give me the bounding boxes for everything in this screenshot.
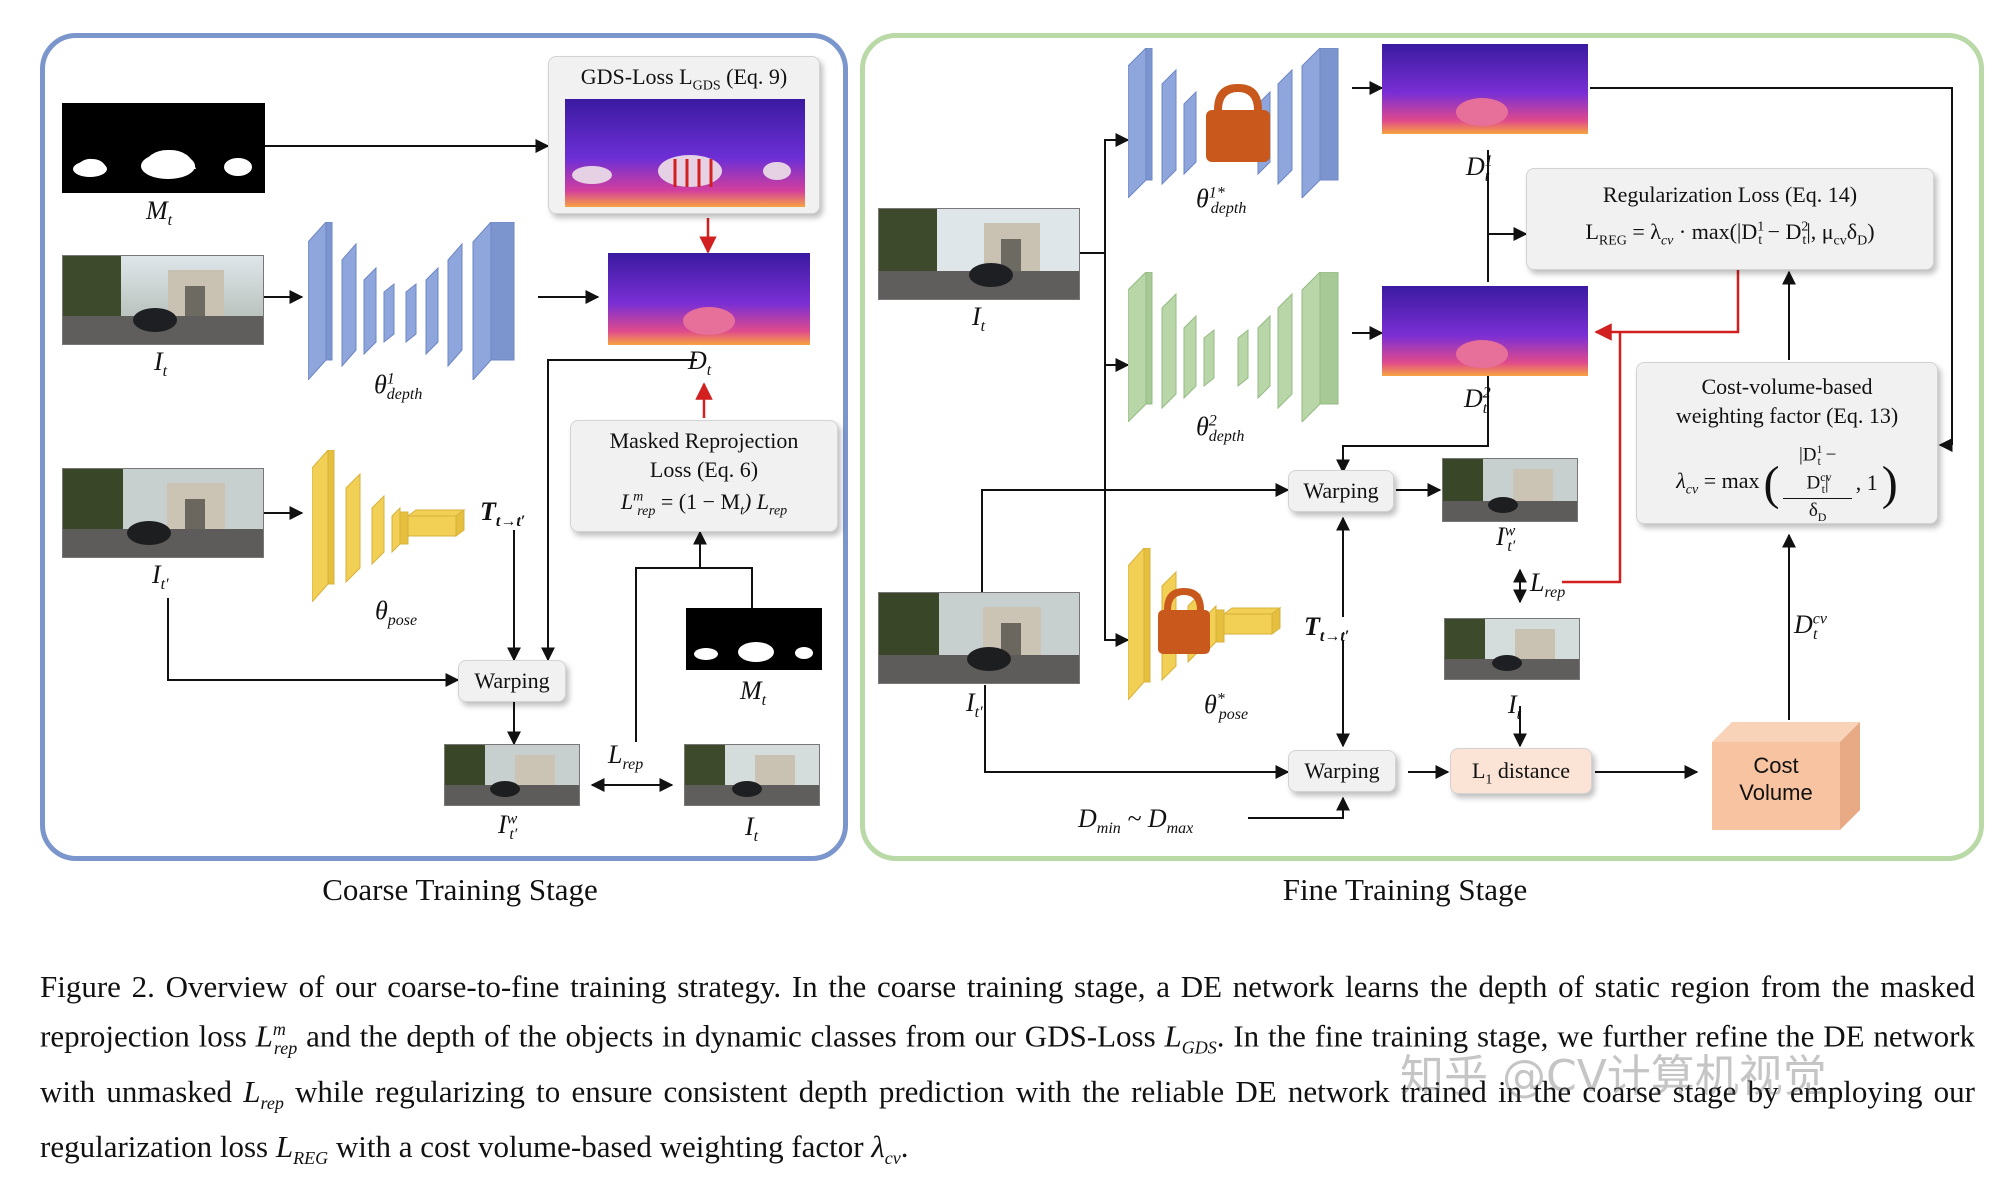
regularization-loss-box: Regularization Loss (Eq. 14) LREG = λcv … xyxy=(1526,168,1934,270)
mask-image xyxy=(62,103,265,193)
frozen-pose-network-label: θ*pose xyxy=(1204,690,1249,724)
depth-network-label: θ1depth xyxy=(374,370,423,404)
target-frame-label: It xyxy=(154,347,168,381)
lock-icon xyxy=(1206,84,1270,162)
trainable-depth-network-label: θ2depth xyxy=(1196,412,1245,446)
watermark: 知乎 @CV计算机视觉 xyxy=(1400,1051,1827,1102)
depth-network xyxy=(307,220,534,382)
masked-reprojection-loss-box: Masked Reprojection Loss (Eq. 6) Lmrep =… xyxy=(570,420,838,532)
fine-stage-title: Fine Training Stage xyxy=(1282,872,1528,907)
coarse-stage-title: Coarse Training Stage xyxy=(322,872,598,907)
coarse-target-image xyxy=(684,744,820,806)
coarse-warped-image xyxy=(444,744,580,806)
frozen-depth-network-label: θ1*depth xyxy=(1196,184,1247,218)
cost-volume-cube xyxy=(1712,722,1860,832)
source-frame-image xyxy=(62,468,264,558)
mask-label: Mt xyxy=(146,196,173,230)
gds-depth-map xyxy=(565,99,805,207)
cost-volume-depth-label: Dcvt xyxy=(1794,610,1827,644)
frozen-depth-network xyxy=(1127,46,1350,200)
fine-warping-box-2: Warping xyxy=(1288,750,1396,792)
coarse-target-label: It xyxy=(745,812,759,846)
coarse-warping-box: Warping xyxy=(458,660,566,702)
fine-warped-image xyxy=(1442,458,1578,522)
fine-depth-2-label: D2t xyxy=(1464,384,1491,418)
fine-depth-1-label: D1t xyxy=(1466,152,1493,186)
fine-source-frame-image xyxy=(878,592,1080,684)
lock-icon-2 xyxy=(1158,588,1210,654)
mask-image-2 xyxy=(686,608,822,670)
frozen-pose-network xyxy=(1127,546,1288,702)
coarse-warped-label: Iwt′ xyxy=(498,810,518,844)
coarse-transform-label: Tt→t′ xyxy=(480,497,526,531)
target-frame-image xyxy=(62,255,264,345)
coarse-lrep-label: Lrep xyxy=(608,740,644,774)
fine-target-frame-image xyxy=(878,208,1080,300)
coarse-depth-output xyxy=(608,253,810,345)
pose-network-label: θpose xyxy=(375,596,418,630)
coarse-stage-panel xyxy=(40,33,848,861)
pose-network xyxy=(311,448,472,604)
fine-target-image xyxy=(1444,618,1580,680)
cost-volume-weighting-box: Cost-volume-based weighting factor (Eq. … xyxy=(1636,362,1938,524)
mask-2-label: Mt xyxy=(740,676,767,710)
fine-depth-output-1 xyxy=(1382,44,1588,134)
fine-depth-output-2 xyxy=(1382,286,1588,376)
fine-transform-label: Tt→t′ xyxy=(1304,612,1350,646)
gds-loss-box: GDS-Loss LGDS (Eq. 9) xyxy=(548,56,820,214)
fine-source-frame-label: It′ xyxy=(966,688,983,722)
connector-arrows xyxy=(167,81,1953,819)
fine-lrep-label: Lrep xyxy=(1530,568,1566,602)
fine-target-frame-label: It xyxy=(972,302,986,336)
fine-stage-panel xyxy=(860,33,1984,861)
source-frame-label: It′ xyxy=(152,560,169,594)
trainable-depth-network xyxy=(1127,270,1350,424)
l1-distance-box: L1 distance xyxy=(1450,748,1592,794)
depth-range-label: Dmin ~ Dmax xyxy=(1078,804,1194,838)
fine-target-label: It xyxy=(1508,690,1522,724)
fine-warping-box-1: Warping xyxy=(1288,470,1394,512)
fine-warped-label: Iwt′ xyxy=(1496,522,1516,556)
coarse-depth-label: Dt xyxy=(688,346,712,380)
